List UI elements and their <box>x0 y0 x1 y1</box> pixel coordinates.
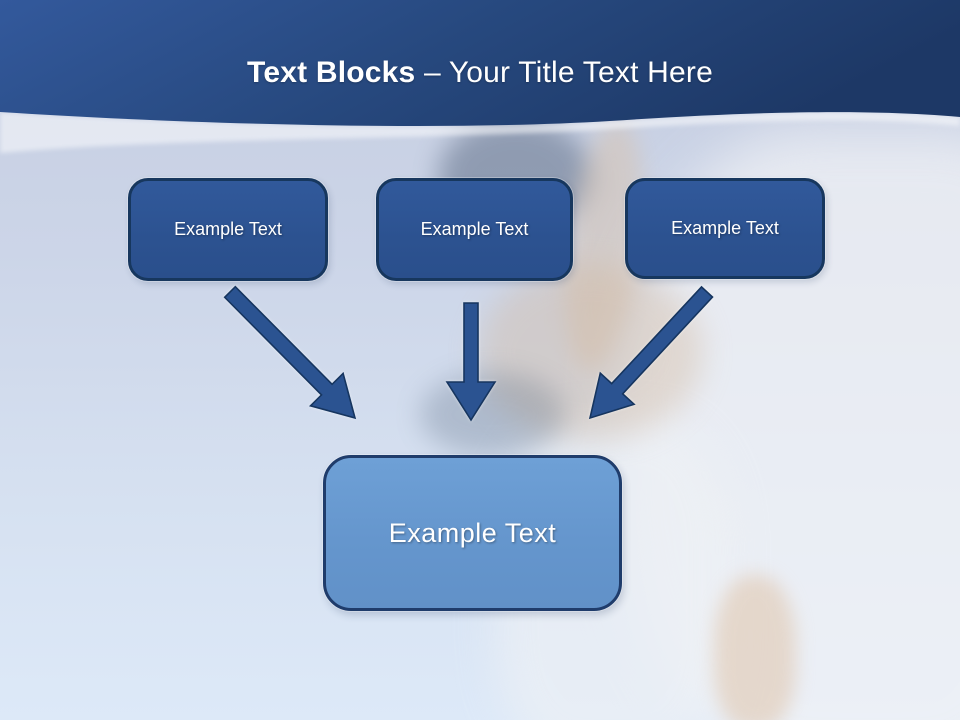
text-block-2-label: Example Text <box>420 219 529 239</box>
text-block-1-label: Example Text <box>174 219 282 239</box>
photo-hands-shape <box>478 265 703 440</box>
header-highlight-wave <box>0 112 960 153</box>
title-remainder: – Your Title Text Here <box>415 56 713 89</box>
text-block-3-label: Example Text <box>671 218 779 238</box>
text-block-2[interactable]: Example Text <box>376 178 573 281</box>
text-block-1[interactable]: Example Text <box>128 178 328 281</box>
photo-foot-shape <box>714 575 796 720</box>
text-block-3[interactable]: Example Text <box>625 178 825 279</box>
summary-block-label: Example Text <box>388 517 557 548</box>
arrow-middle-down[interactable] <box>445 302 497 422</box>
header-band <box>0 0 960 153</box>
header-wave-shape <box>0 0 960 127</box>
slide-title: Text Blocks – Your Title Text Here <box>0 54 960 92</box>
arrow-right-diagonal[interactable] <box>588 285 714 420</box>
arrow-left-diagonal[interactable] <box>223 285 357 420</box>
summary-block[interactable]: Example Text <box>323 455 622 611</box>
title-emphasis: Text Blocks <box>247 56 416 89</box>
